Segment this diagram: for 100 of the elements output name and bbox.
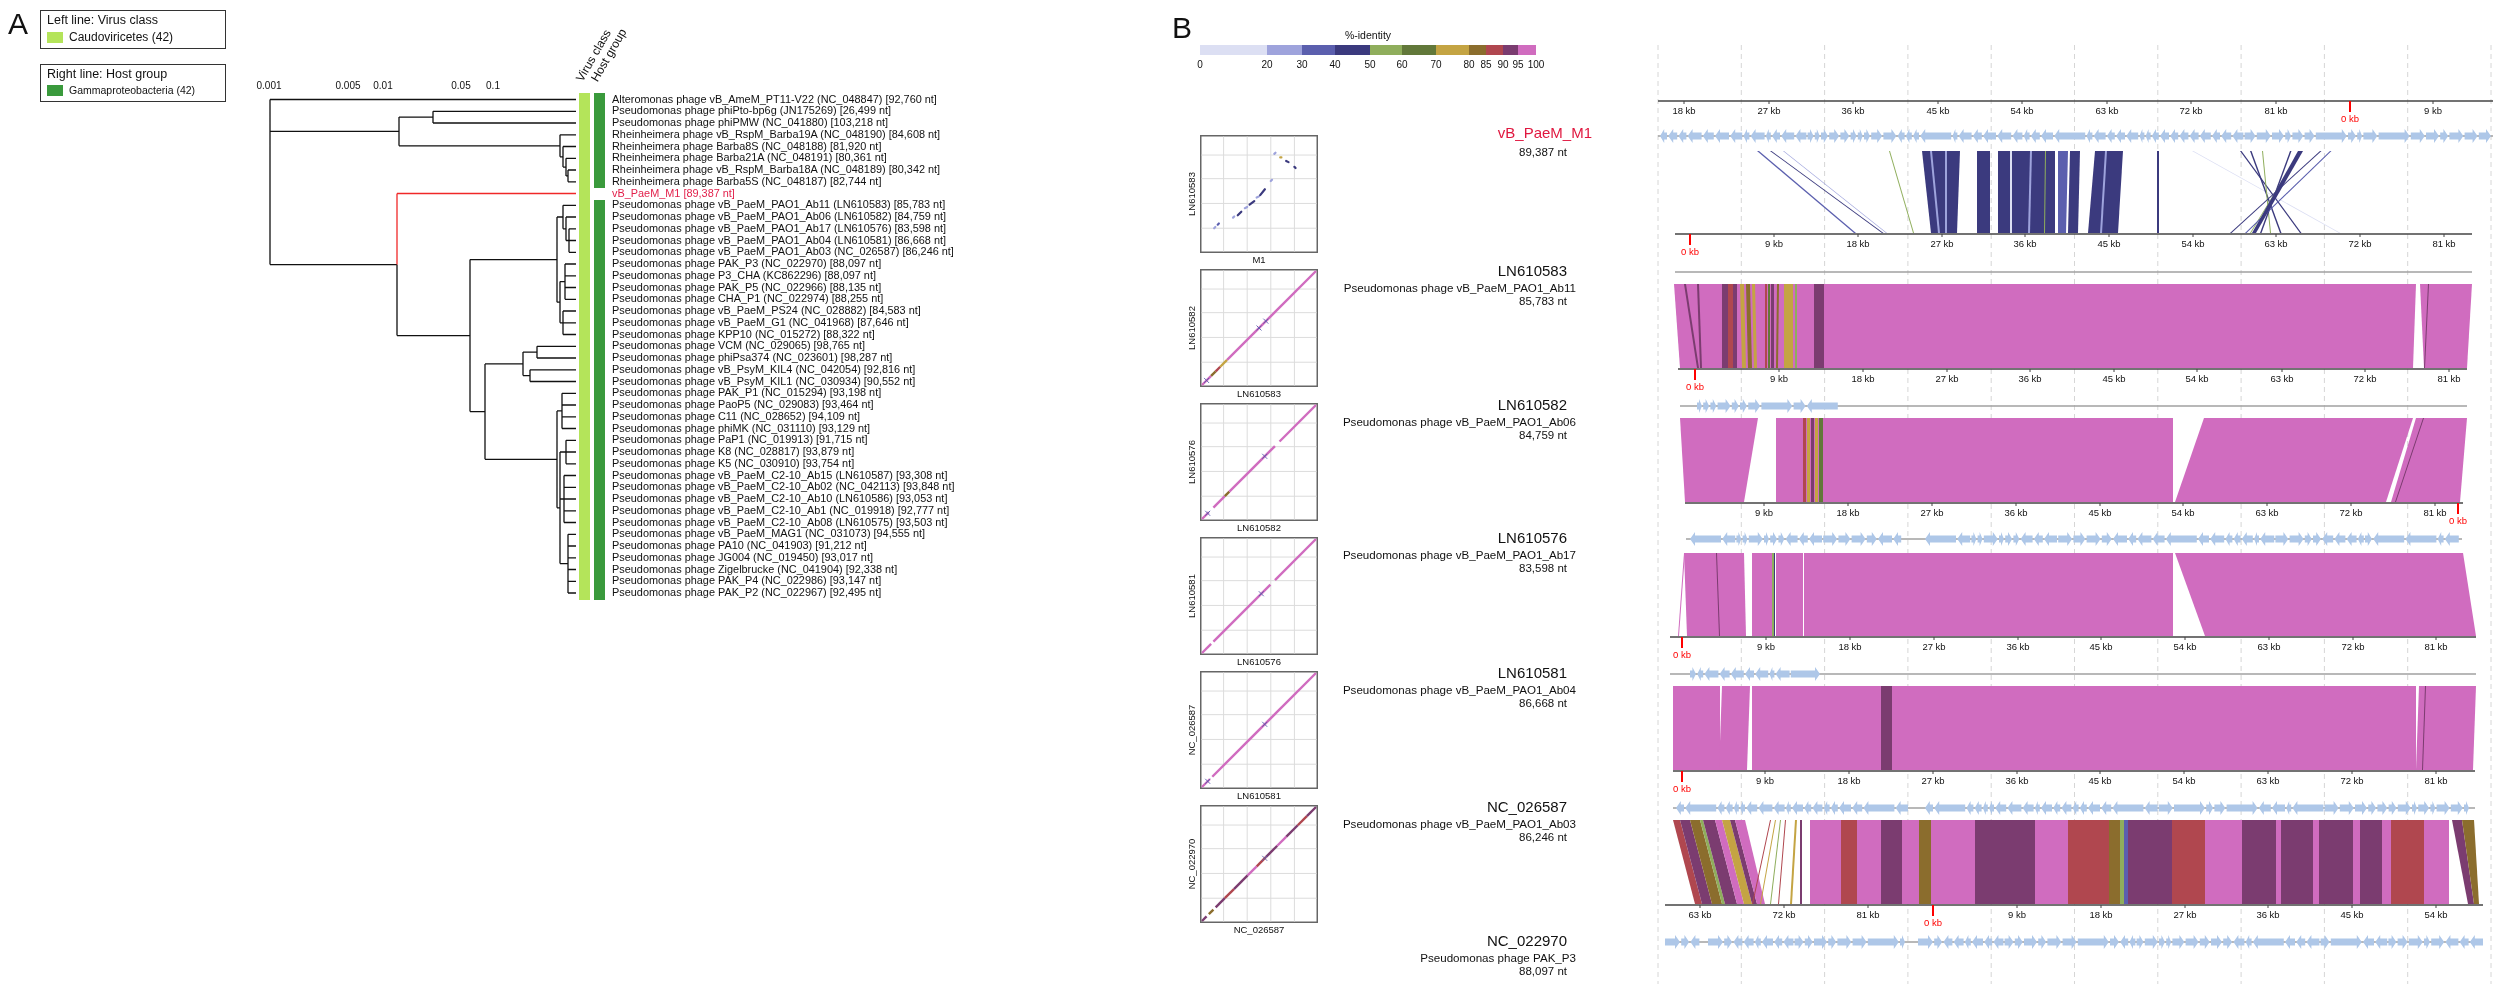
tick-label: 72 kb <box>2348 238 2372 250</box>
tick-label: 18 kb <box>1838 641 1862 653</box>
tick-label: 54 kb <box>2185 373 2209 385</box>
taxon-label: Rheinheimera phage Barba21A (NC_048191) [80,361 nt] <box>612 152 887 164</box>
taxon-label: Pseudomonas phage PAK_P1 (NC_015294) [93,198 nt] <box>612 387 882 399</box>
genome-description: Pseudomonas phage vB_PaeM_PAO1_Ab11 <box>1343 281 1576 295</box>
scale-label: 0.1 <box>486 80 500 92</box>
genome-name: vB_PaeM_M1 <box>1497 124 1592 142</box>
tick-label: 72 kb <box>2339 507 2363 519</box>
tick-label: 36 kb <box>2013 238 2037 250</box>
tick-label: 27 kb <box>2173 909 2197 921</box>
taxon-label: Pseudomonas phage PaP1 (NC_019913) [91,715 nt] <box>612 434 868 446</box>
tick-label: 18 kb <box>1837 775 1861 787</box>
axis-label: NC_026587 <box>1233 924 1285 936</box>
tick-label: 9 kb <box>2008 909 2026 921</box>
genome-description: Pseudomonas phage vB_PaeM_PAO1_Ab04 <box>1342 683 1576 697</box>
taxon-label: Rheinheimera phage vB_RspM_Barba18A (NC_048189) [80,342 nt] <box>612 164 941 176</box>
taxon-label: Pseudomonas phage phiPsa374 (NC_023601) [98,287 nt] <box>612 352 893 364</box>
tick-label: 45 kb <box>2088 507 2112 519</box>
tick-label: 36 kb <box>2004 507 2028 519</box>
tick-label: 45 kb <box>2340 909 2364 921</box>
tick-label: 63 kb <box>2257 641 2281 653</box>
taxon-label: Pseudomonas phage PAK_P5 (NC_022966) [88,135 nt] <box>612 281 882 294</box>
tick-label: 36 kb <box>1841 105 1865 117</box>
taxon-label: Pseudomonas phage vB_PaeM_PAO1_Ab03 (NC_026587) [86,246 nt] <box>612 246 954 258</box>
genome-accession: LN610581 <box>1497 664 1567 682</box>
taxon-label: Rheinheimera phage Barba8S (NC_048188) [81,920 nt] <box>612 140 882 153</box>
taxon-label: Pseudomonas phage vB_PaeM_PAO1_Ab17 (LN610576) [83,598 nt] <box>612 223 946 235</box>
scale-title: %-identity <box>1344 28 1392 42</box>
genome-description: Pseudomonas phage vB_PaeM_PAO1_Ab06 <box>1342 415 1576 429</box>
taxon-label: Pseudomonas phage K5 (NC_030910) [93,754 nt] <box>612 458 855 470</box>
panel-letter: A <box>8 8 28 40</box>
genome-length: 83,598 nt <box>1519 562 1567 576</box>
genome-description: Pseudomonas phage PAK_P3 <box>1420 951 1576 965</box>
tick-label: 36 kb <box>2006 641 2030 653</box>
panel-letter: B <box>1172 12 1192 44</box>
taxon-label: Pseudomonas phage vB_PaeM_C2-10_Ab1 (NC_019918) [92,777 nt] <box>612 505 950 517</box>
scale-label: 0.05 <box>451 80 471 92</box>
scale-tick-label: 70 <box>1430 59 1442 71</box>
tick-label: 45 kb <box>2097 238 2121 250</box>
tick-label: 0 kb <box>1924 917 1942 929</box>
legend-heading: Right line: Host group <box>47 67 169 82</box>
tick-label: 27 kb <box>1935 373 1959 385</box>
legend-label: Caudoviricetes (42) <box>69 30 174 45</box>
genome-length: 84,759 nt <box>1519 429 1567 443</box>
taxon-label: Pseudomonas phage KPP10 (NC_015272) [88,322 nt] <box>612 328 875 341</box>
scale-label: 0.005 <box>335 80 361 92</box>
genome-description: Pseudomonas phage vB_PaeM_PAO1_Ab17 <box>1342 548 1576 562</box>
taxon-label: Pseudomonas phage K8 (NC_028817) [93,879 nt] <box>612 446 855 458</box>
taxon-label: Pseudomonas phage PAK_P3 (NC_022970) [88,097 nt] <box>612 258 882 270</box>
taxon-label: Pseudomonas phage C11 (NC_028652) [94,109 nt] <box>612 411 861 423</box>
genome-accession: NC_022970 <box>1486 932 1567 950</box>
tick-label: 81 kb <box>1856 909 1880 921</box>
tick-label: 18 kb <box>1672 105 1696 117</box>
tick-label: 81 kb <box>2437 373 2461 385</box>
scale-label: 0.01 <box>373 80 393 92</box>
scale-tick-label: 30 <box>1296 59 1308 71</box>
tick-label: 72 kb <box>2340 775 2364 787</box>
tick-label: 0 kb <box>1673 649 1691 661</box>
taxon-label: Pseudomonas phage vB_PaeM_C2-10_Ab02 (NC_042113) [93,848 nt] <box>612 481 955 493</box>
axis-label: LN610576 <box>1186 440 1198 484</box>
tick-label: 45 kb <box>2089 641 2113 653</box>
legend-heading: Left line: Virus class <box>47 13 159 28</box>
genome-length: 85,783 nt <box>1519 295 1567 309</box>
tick-label: 45 kb <box>2088 775 2112 787</box>
tick-label: 54 kb <box>2173 641 2197 653</box>
tick-label: 63 kb <box>2095 105 2119 117</box>
scale-tick-label: 100 <box>1527 59 1545 71</box>
taxon-label: Pseudomonas phage phiMK (NC_031110) [93,129 nt] <box>612 422 871 435</box>
axis-label: LN610583 <box>1186 172 1198 216</box>
taxon-label: Pseudomonas phage CHA_P1 (NC_022974) [88,255 nt] <box>612 293 884 305</box>
scale-tick-label: 0 <box>1197 59 1203 71</box>
tick-label: 81 kb <box>2432 238 2456 250</box>
axis-label: LN610582 <box>1237 522 1281 534</box>
taxon-label: Pseudomonas phage vB_PaeM_G1 (NC_041968) [87,646 nt] <box>612 317 909 329</box>
tick-label: 72 kb <box>2353 373 2377 385</box>
genome-accession: NC_026587 <box>1486 798 1567 816</box>
tick-label: 45 kb <box>1926 105 1950 117</box>
genome-accession: LN610582 <box>1497 396 1567 414</box>
tick-label: 81 kb <box>2423 507 2447 519</box>
legend-label: Gammaproteobacteria (42) <box>69 84 196 98</box>
taxon-label: Pseudomonas phage vB_PaeM_MAG1 (NC_031073) [94,555 nt] <box>612 528 925 540</box>
taxon-label: Pseudomonas phage phiPto-bp6g (JN175269) [26,499 nt] <box>612 105 892 117</box>
tick-label: 54 kb <box>2424 909 2448 921</box>
genome-accession: LN610583 <box>1497 262 1567 280</box>
taxon-label: Pseudomonas phage vB_PaeM_PS24 (NC_028882) [84,583 nt] <box>612 305 921 317</box>
scale-tick-label: 95 <box>1512 59 1524 71</box>
axis-label: NC_026587 <box>1186 704 1198 756</box>
tick-label: 72 kb <box>1772 909 1796 921</box>
taxon-label: Pseudomonas phage JG004 (NC_019450) [93,017 nt] <box>612 552 873 564</box>
taxon-label: Pseudomonas phage Zigelbrucke (NC_041904) [92,338 nt] <box>612 563 898 576</box>
tick-label: 27 kb <box>1757 105 1781 117</box>
tick-label: 36 kb <box>2256 909 2280 921</box>
taxon-label: Pseudomonas phage vB_PaeM_PAO1_Ab11 (LN610583) [85,783 nt] <box>612 199 946 211</box>
genome-length: 88,097 nt <box>1519 965 1567 979</box>
taxon-label: Pseudomonas phage vB_PaeM_C2-10_Ab15 (LN610587) [93,308 nt] <box>612 469 948 482</box>
tick-label: 63 kb <box>2256 775 2280 787</box>
axis-label: LN610582 <box>1186 306 1198 350</box>
tick-label: 9 kb <box>1755 507 1773 519</box>
tick-label: 18 kb <box>1851 373 1875 385</box>
